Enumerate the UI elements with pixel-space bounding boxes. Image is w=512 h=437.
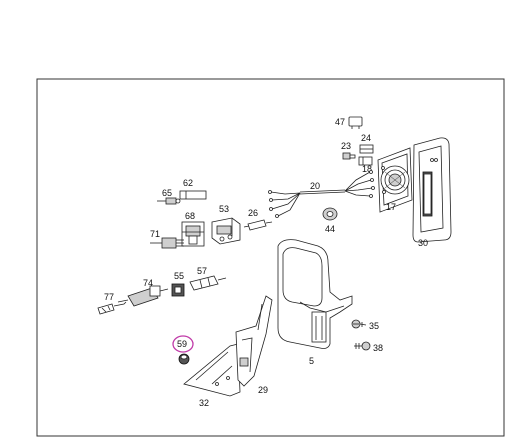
label-5[interactable]: 5	[309, 356, 314, 366]
label-62[interactable]: 62	[183, 178, 193, 188]
label-35[interactable]: 35	[369, 321, 379, 331]
label-77[interactable]: 77	[104, 292, 114, 302]
part-71[interactable]	[150, 237, 184, 249]
part-24[interactable]	[359, 144, 374, 154]
label-53[interactable]: 53	[219, 204, 229, 214]
part-65[interactable]	[157, 197, 181, 205]
part-5-mirror-housing[interactable]	[277, 239, 353, 349]
part-53[interactable]	[211, 217, 241, 245]
part-38-screw[interactable]	[354, 341, 371, 351]
label-26[interactable]: 26	[248, 208, 258, 218]
part-17-mirror-motor-plate[interactable]	[377, 147, 413, 213]
part-55[interactable]	[171, 283, 185, 297]
label-57[interactable]: 57	[197, 266, 207, 276]
part-32-cover[interactable]	[183, 343, 241, 397]
label-44[interactable]: 44	[325, 224, 335, 234]
label-38[interactable]: 38	[373, 343, 383, 353]
label-18[interactable]: 18	[362, 164, 372, 174]
part-68[interactable]	[181, 221, 205, 247]
label-74[interactable]: 74	[143, 278, 153, 288]
label-59[interactable]: 59	[177, 339, 187, 349]
part-29-bracket[interactable]	[235, 295, 273, 387]
highlight-ring-59	[172, 335, 194, 353]
part-26[interactable]	[243, 219, 273, 231]
label-71[interactable]: 71	[150, 229, 160, 239]
part-30-mirror-glass[interactable]	[412, 137, 452, 243]
label-20[interactable]: 20	[310, 181, 320, 191]
label-30[interactable]: 30	[418, 238, 428, 248]
label-24[interactable]: 24	[361, 133, 371, 143]
label-23[interactable]: 23	[341, 141, 351, 151]
part-20-wiring-harness[interactable]	[268, 170, 375, 218]
part-23[interactable]	[342, 152, 356, 160]
label-47[interactable]: 47	[335, 117, 345, 127]
label-29[interactable]: 29	[258, 385, 268, 395]
label-32[interactable]: 32	[199, 398, 209, 408]
label-68[interactable]: 68	[185, 211, 195, 221]
part-57[interactable]	[189, 275, 227, 291]
part-35-screw[interactable]	[351, 319, 367, 329]
part-18[interactable]	[358, 156, 373, 166]
part-59-cap[interactable]	[178, 353, 190, 365]
label-65[interactable]: 65	[162, 188, 172, 198]
label-17[interactable]: 17	[386, 202, 396, 212]
part-62[interactable]	[179, 190, 207, 200]
part-74[interactable]	[117, 285, 169, 307]
part-47[interactable]	[348, 116, 363, 129]
label-55[interactable]: 55	[174, 271, 184, 281]
part-77[interactable]	[97, 301, 127, 315]
diagram-frame	[36, 78, 505, 437]
part-44-grommet[interactable]	[322, 207, 338, 221]
